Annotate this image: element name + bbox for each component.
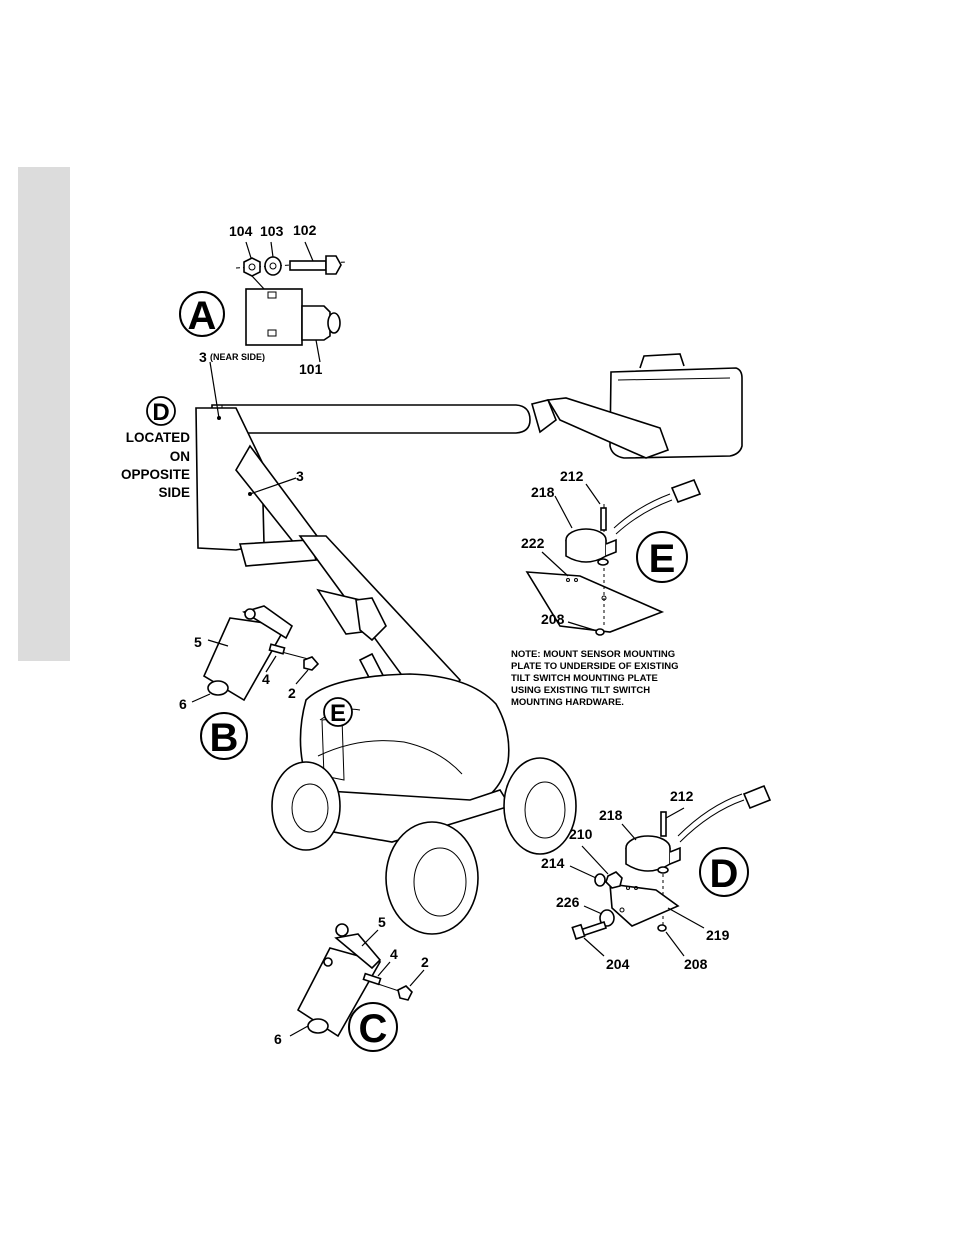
svg-text:SIDE: SIDE bbox=[158, 485, 190, 500]
svg-text:4: 4 bbox=[390, 946, 398, 962]
svg-text:2: 2 bbox=[421, 954, 429, 970]
svg-text:218: 218 bbox=[531, 484, 555, 500]
svg-text:101: 101 bbox=[299, 361, 323, 377]
svg-text:E: E bbox=[330, 700, 346, 727]
svg-text:5: 5 bbox=[378, 914, 386, 930]
svg-text:E: E bbox=[649, 537, 676, 581]
svg-text:USING EXISTING TILT SWITCH: USING EXISTING TILT SWITCH bbox=[511, 685, 650, 696]
svg-text:222: 222 bbox=[521, 535, 545, 551]
svg-text:3: 3 bbox=[296, 468, 304, 484]
svg-text:D: D bbox=[152, 399, 169, 426]
svg-text:OPPOSITE: OPPOSITE bbox=[121, 467, 190, 482]
callout-a: A bbox=[180, 292, 224, 338]
svg-text:(NEAR SIDE): (NEAR SIDE) bbox=[210, 352, 265, 362]
svg-text:104: 104 bbox=[229, 223, 253, 239]
svg-text:NOTE: MOUNT SENSOR MOUNTING: NOTE: MOUNT SENSOR MOUNTING bbox=[511, 649, 675, 660]
svg-text:219: 219 bbox=[706, 927, 730, 943]
callout-e-small: E bbox=[324, 698, 352, 727]
svg-text:MOUNTING HARDWARE.: MOUNTING HARDWARE. bbox=[511, 697, 624, 708]
svg-text:214: 214 bbox=[541, 855, 565, 871]
detail-a-hardware bbox=[236, 242, 346, 290]
svg-text:C: C bbox=[359, 1007, 388, 1051]
svg-text:6: 6 bbox=[179, 696, 187, 712]
svg-text:208: 208 bbox=[541, 611, 565, 627]
svg-text:212: 212 bbox=[670, 788, 694, 804]
svg-text:ON: ON bbox=[170, 449, 190, 464]
svg-text:LOCATED: LOCATED bbox=[126, 430, 190, 445]
callout-b: B bbox=[201, 713, 247, 760]
svg-text:4: 4 bbox=[262, 671, 270, 687]
located-opposite-side-text: LOCATED ON OPPOSITE SIDE bbox=[121, 430, 190, 500]
svg-text:A: A bbox=[188, 294, 217, 338]
detail-b-switch bbox=[192, 606, 318, 702]
callout-c: C bbox=[349, 1003, 397, 1051]
svg-text:5: 5 bbox=[194, 634, 202, 650]
callout-e: E bbox=[637, 532, 687, 582]
svg-text:226: 226 bbox=[556, 894, 580, 910]
svg-text:6: 6 bbox=[274, 1031, 282, 1047]
svg-text:2: 2 bbox=[288, 685, 296, 701]
svg-text:D: D bbox=[710, 852, 739, 896]
svg-text:210: 210 bbox=[569, 826, 593, 842]
svg-text:208: 208 bbox=[684, 956, 708, 972]
svg-text:TILT SWITCH MOUNTING PLATE: TILT SWITCH MOUNTING PLATE bbox=[511, 673, 658, 684]
svg-text:B: B bbox=[210, 716, 239, 760]
svg-text:218: 218 bbox=[599, 807, 623, 823]
svg-text:3: 3 bbox=[199, 349, 207, 365]
svg-text:204: 204 bbox=[606, 956, 630, 972]
mounting-note: NOTE: MOUNT SENSOR MOUNTING PLATE TO UND… bbox=[511, 649, 679, 708]
svg-text:PLATE TO UNDERSIDE OF EXISTING: PLATE TO UNDERSIDE OF EXISTING bbox=[511, 661, 679, 672]
svg-text:102: 102 bbox=[293, 222, 317, 238]
callout-d-small: D bbox=[147, 397, 175, 426]
callout-d: D bbox=[700, 848, 748, 896]
svg-text:103: 103 bbox=[260, 223, 284, 239]
svg-text:212: 212 bbox=[560, 468, 584, 484]
